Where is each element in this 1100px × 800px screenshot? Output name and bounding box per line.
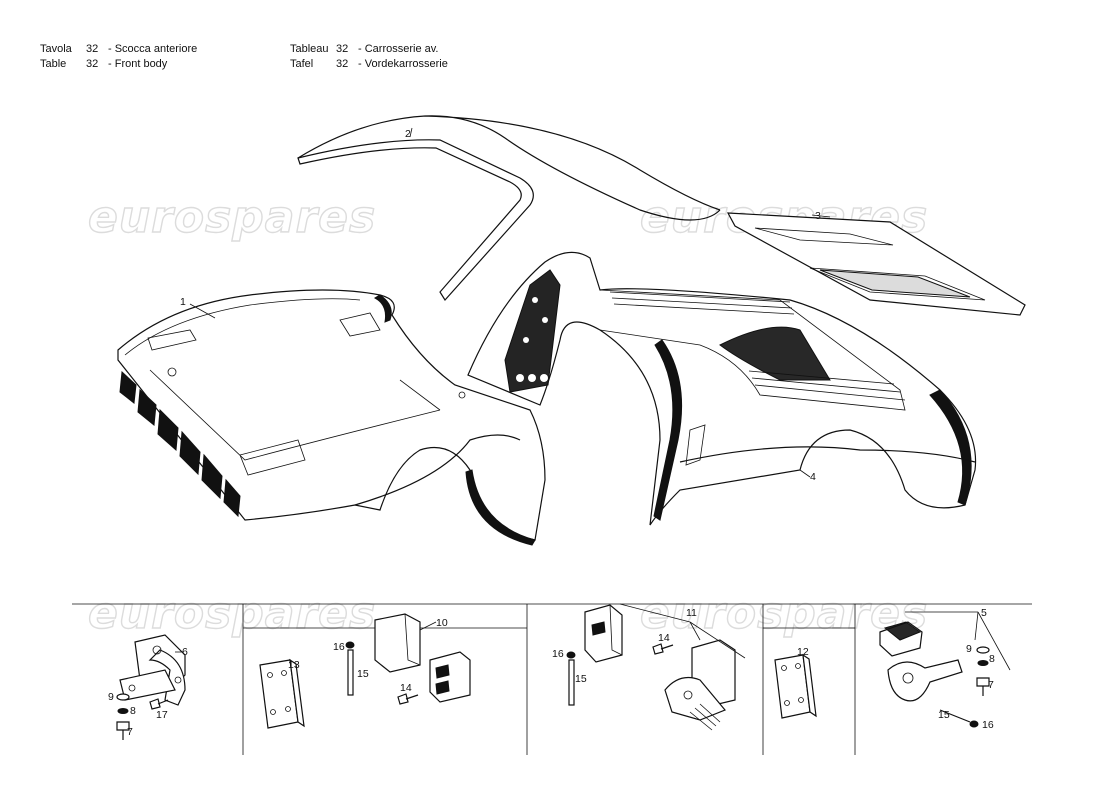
grille-slots [119,370,241,518]
header-lang-label: Tableau [290,43,329,55]
callout-7: 7 [127,726,133,738]
callout-10: 10 [436,617,448,629]
header-row-german: Tafel 32 - Vordekarrosserie [290,57,448,72]
roof-panel-part [297,115,721,301]
callout-17: 17 [156,709,168,721]
callout-5: 5 [981,607,987,619]
rear-body-part [458,251,977,526]
callout-6: 6 [182,646,188,658]
panel-b-plate [259,658,305,729]
callout-2: 2 [405,128,411,140]
panel-c-hinge-assembly [345,613,471,705]
header-lang-label: Tavola [40,43,72,55]
panel-e-plate [774,653,817,719]
pillar-holes [516,297,548,382]
leader-lines [175,127,1011,671]
callout-12: 12 [797,646,809,658]
panel-a-bracket-assembly [116,634,186,740]
callout-15: 15 [357,668,369,680]
detail-panel-frames [72,603,1032,755]
watermark-group: eurospares eurospares eurospares eurospa… [87,191,928,639]
callout-16c: 16 [982,719,994,731]
callout-14: 14 [400,682,412,694]
header-table-title: - Vordekarrosserie [358,58,448,70]
watermark-text: eurospares [640,588,928,639]
watermark-text: eurospares [88,588,376,639]
rear-lid-part [726,212,1026,316]
callout-8b: 8 [989,653,995,665]
header-table-number: 32 [86,43,99,55]
header-row-italian: Tavola 32 - Scocca anteriore [40,42,197,57]
callout-9b: 9 [966,643,972,655]
callout-13: 13 [288,659,300,671]
callout-16: 16 [333,641,345,653]
header-table-number: 32 [336,43,349,55]
header-lang-label: Tafel [290,58,314,70]
header-italian-english: Tavola 32 - Scocca anteriore Table 32 - … [40,42,197,72]
callout-14b: 14 [658,632,670,644]
callout-11: 11 [686,607,697,619]
header-table-title: - Front body [108,58,168,70]
header-table-title: - Carrosserie av. [358,43,439,55]
callout-4: 4 [810,471,816,483]
panel-f-bracket-assembly [879,621,990,728]
front-body-part [117,289,546,546]
callout-labels: 1 2 3 4 6 9 8 17 7 13 10 16 15 14 11 14 … [108,128,995,738]
header-row-french: Tableau 32 - Carrosserie av. [290,42,448,57]
header-table-title: - Scocca anteriore [108,43,198,55]
header-table-number: 32 [86,58,99,70]
callout-15c: 15 [938,709,950,721]
header-table-number: 32 [336,58,349,70]
callout-3: 3 [815,210,821,222]
callout-1: 1 [180,296,186,308]
callout-9: 9 [108,691,114,703]
panel-d-hinge-assembly [566,604,736,731]
engine-cover-louvres [609,291,906,401]
callout-8: 8 [130,705,136,717]
watermark-text: eurospares [88,192,376,243]
callout-7b: 7 [988,679,994,691]
header-french-german: Tableau 32 - Carrosserie av. Tafel 32 - … [290,42,448,72]
callout-15b: 15 [575,673,587,685]
header-row-english: Table 32 - Front body [40,57,197,72]
callout-16b: 16 [552,648,564,660]
header-lang-label: Table [40,58,67,70]
